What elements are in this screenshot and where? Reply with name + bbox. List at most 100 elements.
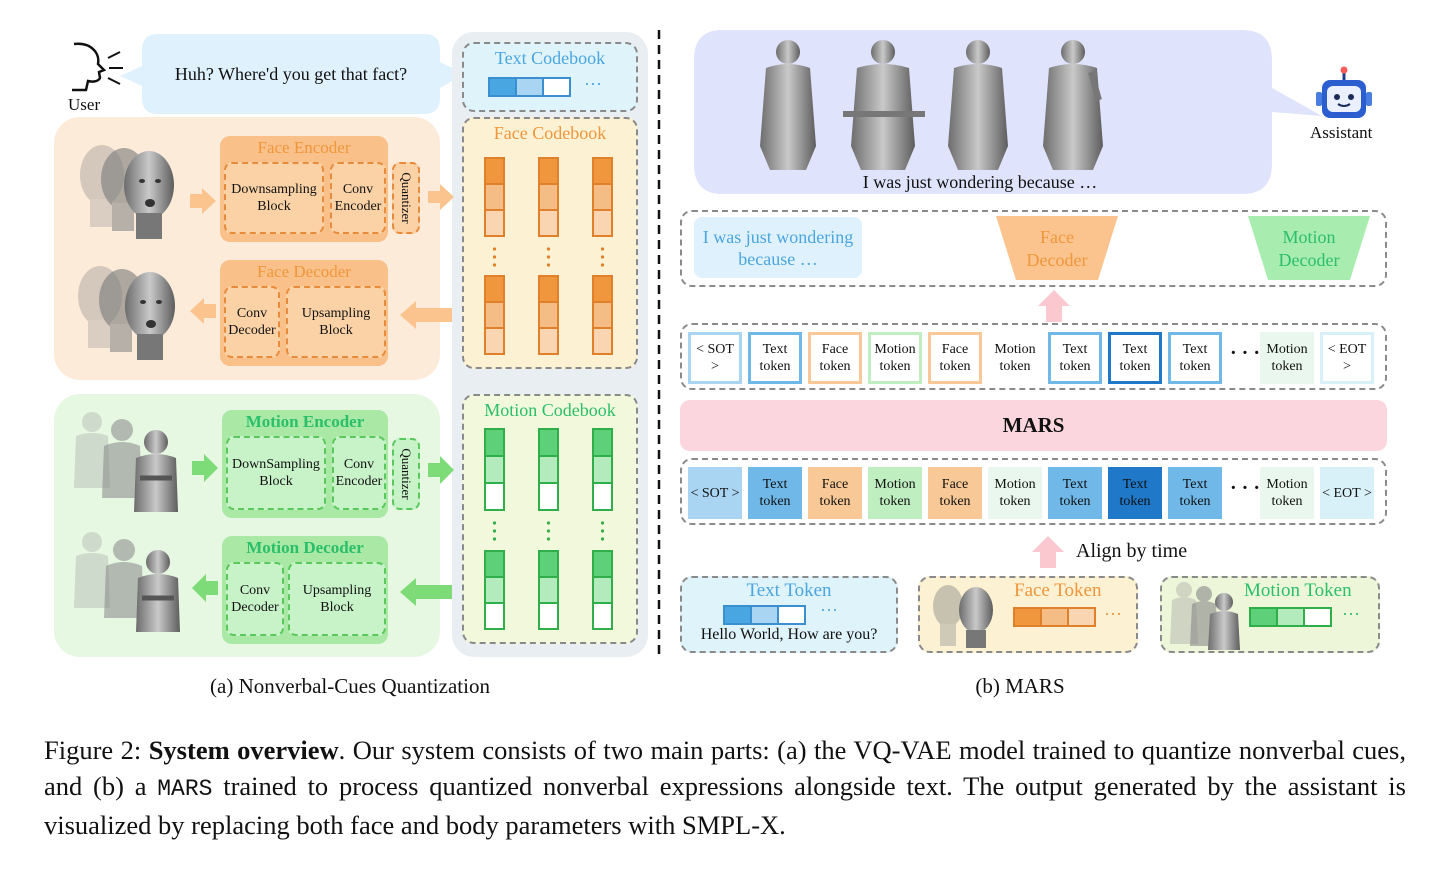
motion-quantizer-label: Quantizer	[399, 448, 414, 500]
figure-caption-prefix: Figure 2:	[44, 735, 149, 765]
motion-upsampling-block: Upsampling Block	[288, 562, 386, 636]
face-codebook-vectors	[484, 157, 613, 355]
token-text-dark: Text token	[1108, 332, 1162, 384]
face-upsampling-block: Upsampling Block	[286, 286, 386, 358]
panel-b-caption: (b) MARS	[975, 674, 1065, 698]
face-codebook-title: Face Codebook	[493, 123, 607, 143]
text-token-vector	[723, 605, 806, 625]
face-reconstruction-sequence	[78, 266, 175, 360]
token-text: Text token	[1048, 467, 1102, 519]
assistant-body-renderings	[760, 40, 1103, 170]
figure-caption-mono: MARS	[157, 776, 213, 802]
motion-token-mesh	[1170, 582, 1240, 650]
text-token-title: Text Token	[746, 580, 832, 601]
face-decoder-label: Face Decoder	[1026, 227, 1088, 270]
input-token-tail: Motion token< EOT >	[1260, 467, 1380, 519]
codebook-to-face-decoder-arrow	[400, 301, 452, 329]
face-to-codebook-arrow	[428, 184, 454, 210]
decode-up-arrow	[1038, 290, 1070, 322]
assistant-speech-bubble	[694, 30, 1322, 194]
token-sot: < SOT >	[688, 467, 742, 519]
face-token-ellipsis: ···	[1104, 604, 1122, 624]
motion-encoder-title: Motion Encoder	[245, 412, 365, 431]
figure-caption-part1: . Our system consists of two main parts:…	[44, 735, 1406, 801]
output-text-response: I was just wondering because …	[694, 217, 862, 278]
face-token-title: Face Token	[1014, 580, 1102, 601]
token-text: Text token	[1168, 467, 1222, 519]
face-decoder-trapezoid	[996, 216, 1118, 280]
figure-caption: Figure 2: System overview. Our system co…	[44, 732, 1406, 843]
token-text: Text token	[1048, 332, 1102, 384]
token-motion: Motion token	[868, 332, 922, 384]
token-motion: Motion token	[988, 467, 1042, 519]
input-token-ellipsis: · · ·	[1230, 477, 1261, 499]
align-up-arrow	[1032, 536, 1064, 568]
output-token-ellipsis: · · ·	[1230, 342, 1261, 364]
user-speech-text: Huh? Where'd you get that fact?	[174, 63, 408, 84]
motion-input-arrow	[192, 454, 218, 482]
token-face: Face token	[928, 332, 982, 384]
text-codebook-ellipsis: ···	[584, 74, 602, 94]
motion-conv-encoder: Conv Encoder	[332, 436, 386, 510]
face-mesh-sequence	[80, 145, 174, 239]
token-eot: < EOT >	[1320, 332, 1374, 384]
face-decoder-title: Face Decoder	[257, 262, 351, 281]
figure-caption-bold: System overview	[148, 735, 339, 765]
motion-reconstruction-sequence	[74, 532, 180, 632]
text-codebook-vector	[488, 77, 571, 97]
token-motion: Motion token	[1260, 467, 1314, 519]
token-face: Face token	[808, 467, 862, 519]
motion-codebook-vectors	[484, 428, 613, 630]
motion-body-sequence	[74, 412, 178, 512]
token-text: Text token	[748, 467, 802, 519]
text-codebook-title: Text Codebook	[494, 48, 606, 68]
assistant-robot-icon	[1316, 66, 1372, 118]
motion-conv-decoder: Conv Decoder	[226, 562, 284, 636]
figure-caption-part2: trained to process quantized nonverbal e…	[44, 771, 1406, 840]
token-sot: < SOT >	[688, 332, 742, 384]
motion-codebook-title: Motion Codebook	[484, 400, 616, 420]
motion-decoder-title: Motion Decoder	[246, 538, 364, 557]
face-conv-decoder: Conv Decoder	[224, 286, 280, 358]
input-token-row	[680, 458, 1387, 525]
panel-a-caption: (a) Nonverbal-Cues Quantization	[210, 674, 490, 698]
token-text: Text token	[748, 332, 802, 384]
motion-token-vector	[1249, 607, 1332, 627]
output-decoding-box	[680, 210, 1387, 287]
motion-quantizer	[392, 438, 420, 510]
motion-token-title: Motion Token	[1244, 580, 1352, 601]
token-face: Face token	[808, 332, 862, 384]
face-output-arrow	[190, 298, 216, 324]
text-token-ellipsis: ···	[820, 600, 838, 620]
token-face: Face token	[928, 467, 982, 519]
token-motion: Motion token	[868, 467, 922, 519]
face-quantizer-label: Quantizer	[399, 172, 414, 224]
codebook-to-motion-decoder-arrow	[400, 578, 452, 606]
assistant-speech-text: I was just wondering because …	[862, 172, 1098, 192]
face-token-mesh	[933, 585, 993, 648]
token-text-dark: Text token	[1108, 467, 1162, 519]
face-input-arrow	[190, 188, 216, 214]
face-token-vector	[1013, 607, 1096, 627]
motion-decoder-label: Motion Decoder	[1278, 227, 1340, 270]
user-label: User	[68, 95, 101, 114]
mars-model-bar: MARS	[680, 400, 1387, 451]
token-motion: Motion token	[1260, 332, 1314, 384]
token-motion: Motion token	[988, 332, 1042, 384]
face-encoder-title: Face Encoder	[257, 138, 351, 157]
face-downsampling-block: Downsampling Block	[224, 162, 324, 234]
text-token-example: Hello World, How are you?	[700, 626, 878, 643]
motion-downsampling-block: DownSampling Block	[226, 436, 326, 510]
align-by-time-label: Align by time	[1076, 540, 1188, 562]
output-token-row	[680, 323, 1387, 390]
motion-token-ellipsis: ···	[1342, 604, 1360, 624]
token-text: Text token	[1168, 332, 1222, 384]
token-eot: < EOT >	[1320, 467, 1374, 519]
motion-to-codebook-arrow	[428, 456, 454, 484]
motion-output-arrow	[192, 574, 218, 602]
face-conv-encoder: Conv Encoder	[330, 162, 386, 234]
output-token-tail: Motion token< EOT >	[1260, 332, 1380, 384]
assistant-label: Assistant	[1310, 123, 1373, 142]
